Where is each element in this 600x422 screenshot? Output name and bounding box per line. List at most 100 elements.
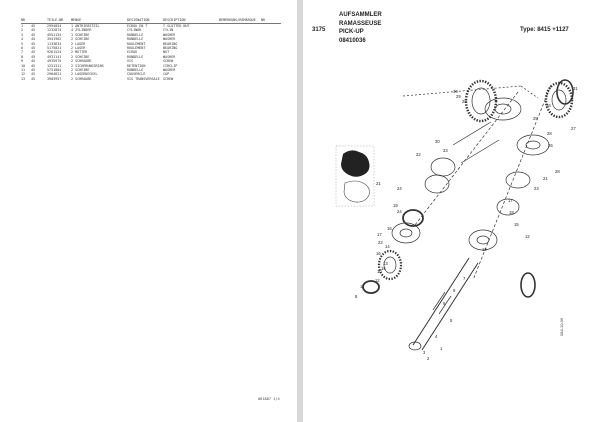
bearing-housing-right [468,229,498,251]
callout-label: 33 [443,148,448,153]
drawing-reference: 084-10-96 [559,317,564,336]
ring-upper [402,209,424,227]
table-cell: 2 [21,28,24,33]
table-cell: CYLIN [163,28,174,33]
table-cell: VIS TRANSVERSALE [127,76,160,81]
table-cell: SCREW [163,59,174,64]
callout-label: 1 [440,346,443,351]
table-cell: 2 SCHEIBE [71,37,90,42]
leader-line [402,85,539,99]
table-cell: 13 [21,76,26,81]
table-cell: ECROU EN T [127,23,148,28]
shaft-key [432,291,452,315]
section-number: 3175 [312,27,326,33]
callout-label: 10 [377,269,382,274]
callout-label: 28 [462,99,467,104]
table-cell: ECROU [127,50,138,55]
table-cell: 10 [21,63,26,68]
table-cell: 2 SCHRAUBE [71,59,92,64]
title-line-en: PICK-UP [339,29,364,35]
callout-label: 16 [387,226,392,231]
callout-label: 11 [360,284,365,289]
shaft-end [408,341,422,351]
col-header-part-no: TEILE-NR [47,18,64,22]
table-cell: 4 ZYLINDER [71,28,92,33]
table-cell: RONDELLE [127,67,144,72]
left-page: NR TEILE-NR MENGE DESIGNATION DESCRIPTIO… [0,0,297,422]
table-cell: 1 ANTRIEBSTEIL [71,23,100,28]
table-cell: 3 [21,32,24,37]
table-cell: 45 [31,37,36,42]
table-cell: 9261524 [47,50,62,55]
table-cell: 45 [31,32,36,37]
gear-upper [464,79,498,123]
sleeve-middle [424,174,450,194]
table-cell: 1 SCHEIBE [71,32,90,37]
callout-label: 4 [435,334,438,339]
table-cell: 2 LAGER [71,41,86,46]
sleeve-right-2 [496,198,520,216]
col-header-description: DESCRIPTION [163,18,186,22]
table-cell: WASHER [163,54,176,59]
circlip-lower-right [520,272,536,298]
callout-label: 2 [427,356,430,361]
callout-label: 12 [525,234,530,239]
table-cell: 1251311 [47,63,62,68]
page-id: 061887 1/4 [258,397,280,401]
sleeve-upper [430,157,456,177]
table-cell: 3941962 [47,37,62,42]
parts-table-body: 1 45 2994054 1 ANTRIEBSTEIL ECROU EN T T-SLOT… [21,24,281,81]
table-cell: 4 [21,37,24,42]
table-cell: T-SLOTTED NUT [163,23,190,28]
table-cell: 45 [31,50,36,55]
table-cell: 3903957 [47,76,62,81]
table-cell: 1133634 [47,41,62,46]
right-page: 3175 AUFSAMMLER RAMASSEUSE PICK-UP 08410… [303,0,600,422]
title-line-code: 08410036 [339,37,366,44]
right-axis-line [472,84,552,281]
callout-label: 23 [534,186,539,191]
table-cell: WASHER [163,32,176,37]
callout-label: 22 [378,240,383,245]
upper-axis-line [414,91,519,226]
table-cell: 1 [21,23,24,28]
callout-label: 17 [377,232,382,237]
table-cell: SCREW [163,76,174,81]
table-cell [219,77,261,81]
table-cell: 2 MUTTER [71,50,88,55]
table-cell: 12 [21,72,26,77]
table-cell: COUVERCLE [127,72,146,77]
table-cell: RETENTION [127,63,146,68]
table-cell: ROULEMENT [127,45,146,50]
table-cell: 45 [31,59,36,64]
table-cell: 2994054 [47,23,62,28]
table-cell: 9 [21,59,24,64]
callout-label: 21 [543,176,548,181]
table-cell: 2 SCHEIBE [71,67,90,72]
callout-label: 13 [383,261,388,266]
machine-inset [335,145,375,207]
table-cell: 45 [31,41,36,46]
callout-label: 26 [548,143,553,148]
table-cell: 7 [21,50,24,55]
parts-table-header: NR TEILE-NR MENGE DESIGNATION DESCRIPTIO… [21,18,281,24]
table-cell: 5 [21,41,24,46]
tube-upper [452,121,500,164]
table-cell: RONDELLE [127,54,144,59]
callout-label: 12 [482,247,487,252]
table-cell: 11 [21,67,26,72]
table-cell: 2964821 [47,72,62,77]
callout-label: 9 [453,288,456,293]
callout-label: 21 [376,181,381,186]
table-cell: CYLINDR [127,28,142,33]
callout-label: 17 [508,198,513,203]
circlip-right [556,79,574,105]
callout-label: 24 [397,209,402,214]
